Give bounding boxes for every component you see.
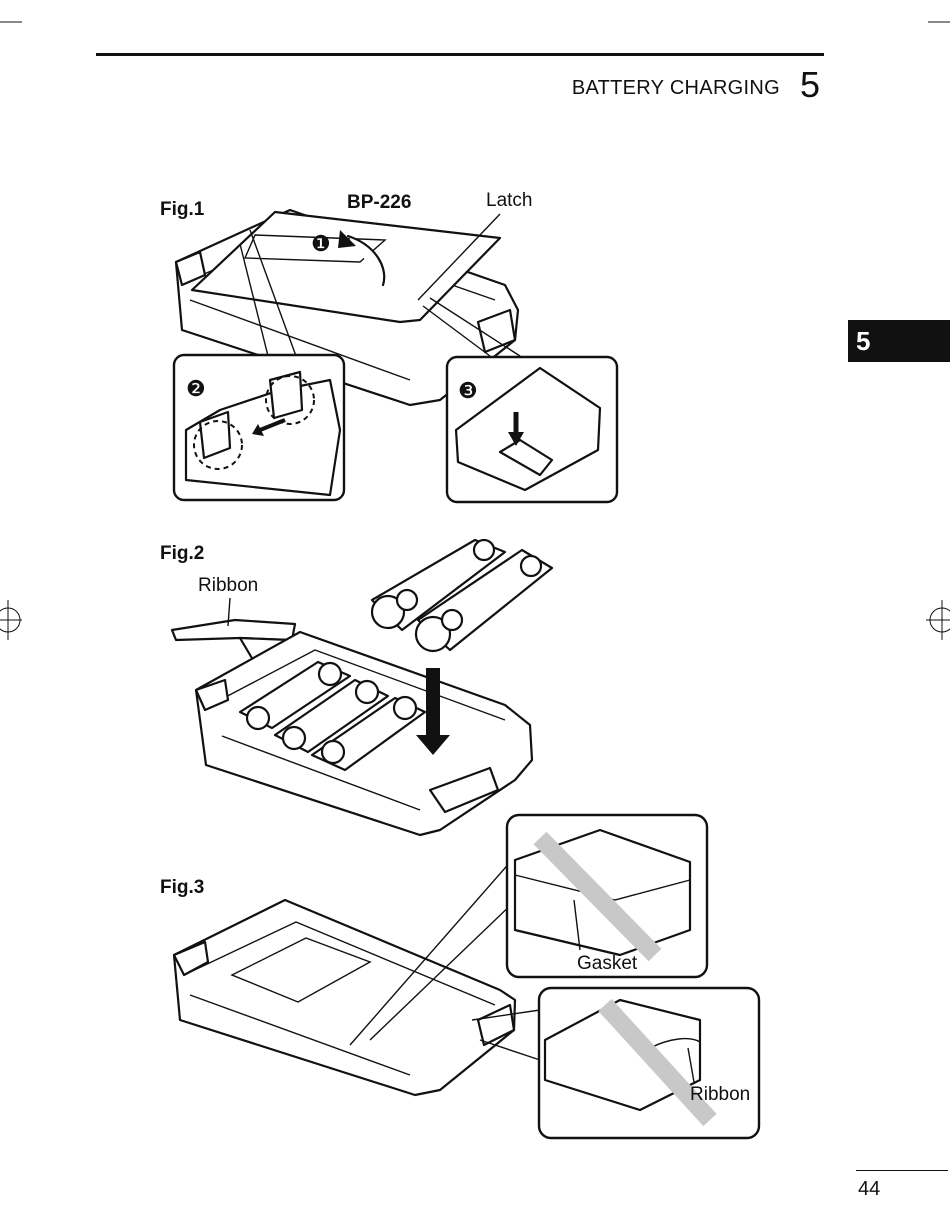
- page-number-rule: [856, 1170, 948, 1171]
- fig1-label: Fig.1: [160, 199, 205, 220]
- fig3-gasket-label: Gasket: [577, 953, 638, 974]
- fig3-label: Fig.3: [160, 877, 205, 898]
- header-rule: [96, 53, 824, 56]
- section-number: 5: [800, 64, 821, 105]
- fig1-step-1: ❶: [311, 231, 331, 256]
- fig3-ribbon-label: Ribbon: [690, 1084, 751, 1105]
- page-number: 44: [858, 1178, 881, 1200]
- fig2-installed-cells: [238, 660, 427, 772]
- fig2-label: Fig.2: [160, 543, 205, 564]
- fig1-step-3: ❸: [458, 378, 478, 403]
- fig2-insert-arrow: [416, 668, 450, 755]
- section-title: BATTERY CHARGING: [571, 77, 780, 99]
- fig2-loose-cells: [370, 538, 554, 653]
- chapter-tab: 5: [848, 320, 950, 362]
- fig1-latch-label: Latch: [486, 190, 533, 211]
- fig2-ribbon-label: Ribbon: [198, 575, 259, 596]
- fig1-model-label: BP-226: [347, 192, 412, 213]
- fig1-step-2: ❷: [186, 376, 206, 401]
